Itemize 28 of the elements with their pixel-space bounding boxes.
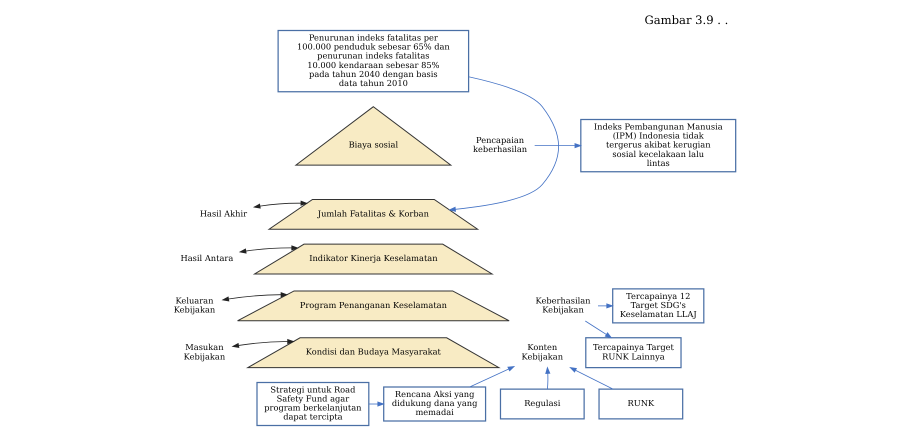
arrow <box>252 200 308 209</box>
node-box: Penurunan indeks fatalitas per 100.000 penduduk sebesar 65% dan penurunan indeks fatalitas 10.000 kendaraan sebesar 85% pada tahun 2040 dengan basis data tahun 2010 <box>277 30 469 92</box>
node-text: Hasil Akhir <box>199 208 247 218</box>
arrow <box>368 401 384 407</box>
diagram-title: Gambar 3.9 . . <box>644 13 728 28</box>
node-text: Masukan Kebijakan <box>183 342 225 362</box>
arrow <box>568 367 613 390</box>
node-text: Hasil Antara <box>180 253 233 264</box>
node-box: Rencana Aksi yang didukung dana yang memadai <box>382 386 486 422</box>
node-box: Strategi untuk Road Safety Fund agar program berkelanjutan dapat tercipta <box>256 382 369 426</box>
arrow <box>231 338 294 348</box>
arrow <box>221 292 288 302</box>
arrow <box>544 366 550 390</box>
node-box: Tercapainya 12 Target SDG's Keselamatan LLAJ <box>612 288 704 324</box>
arrow <box>584 320 612 338</box>
node-text: Pencapaian keberhasilan <box>472 135 527 154</box>
arrow <box>238 245 298 254</box>
node-box: Indeks Pembangunan Manusia (IPM) Indonesia tidak tergerus akibat kerugian sosial kecelakaan lalu lintas <box>580 118 736 172</box>
node-text: Keluaran Kebijakan <box>173 295 215 314</box>
node-text: Keberhasilan Kebijakan <box>535 295 590 314</box>
arrow <box>468 366 515 388</box>
arrow <box>534 143 582 148</box>
arrow <box>597 303 614 308</box>
node-box: RUNK <box>598 388 683 420</box>
node-box: Regulasi <box>499 388 584 420</box>
node-box: Tercapainya Target RUNK Lainnya <box>584 337 682 368</box>
arrow <box>448 76 558 212</box>
node-text: Konten Kebijakan <box>521 342 563 362</box>
